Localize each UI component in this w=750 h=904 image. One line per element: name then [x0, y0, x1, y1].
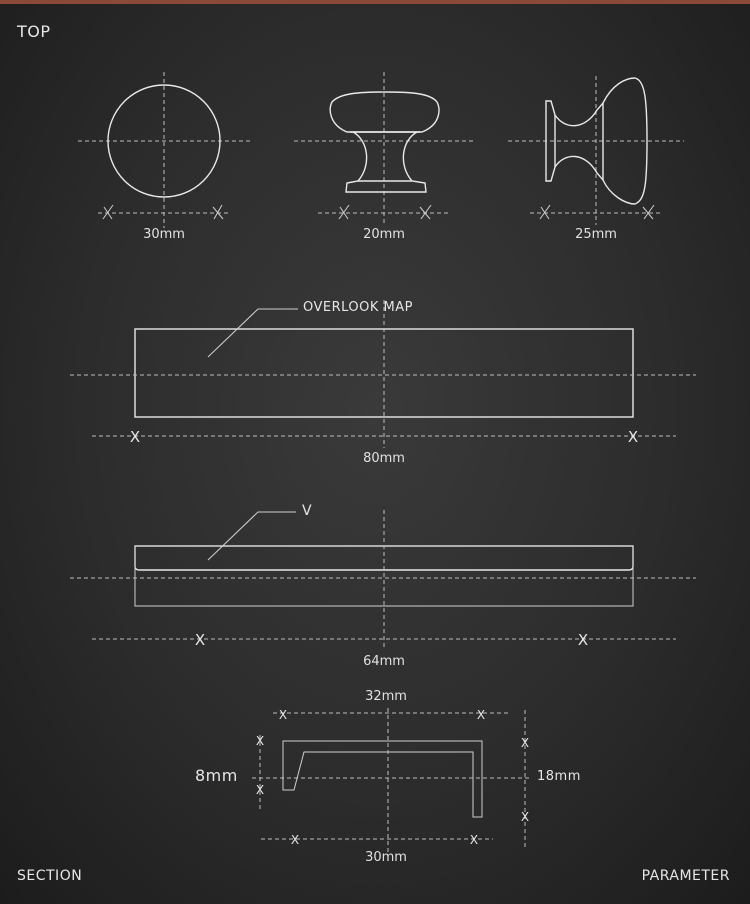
- svg-text:X: X: [291, 833, 299, 847]
- v-view: [70, 510, 696, 650]
- profile-view-knob: [508, 76, 684, 225]
- front-view-dimension: 30mm: [143, 227, 185, 242]
- section-bottom-dimension: 30mm: [365, 850, 407, 865]
- svg-text:X: X: [628, 428, 638, 446]
- front-view-circle: [78, 72, 250, 228]
- svg-text:X: X: [195, 631, 205, 649]
- svg-text:X: X: [521, 810, 529, 824]
- svg-text:X: X: [477, 708, 485, 722]
- svg-text:X: X: [130, 428, 140, 446]
- v-callout: V: [302, 503, 313, 519]
- section-label: SECTION: [17, 868, 83, 884]
- side-view-dimension: 20mm: [363, 227, 405, 242]
- svg-text:X: X: [578, 631, 588, 649]
- profile-view-dimension: 25mm: [575, 227, 617, 242]
- section-top-dimension: 32mm: [365, 689, 407, 704]
- v-dimension: 64mm: [363, 654, 405, 669]
- svg-text:X: X: [256, 734, 264, 748]
- overlook-map-view: [70, 300, 696, 448]
- overlook-dimension: 80mm: [363, 451, 405, 466]
- dimension-markers: X X X X X X X X X X X X: [130, 428, 638, 847]
- svg-text:X: X: [279, 708, 287, 722]
- top-accent-bar: [0, 0, 750, 4]
- top-label: TOP: [17, 22, 51, 41]
- section-right-dimension: 18mm: [537, 769, 581, 784]
- section-profile: [252, 708, 532, 855]
- section-left-dimension: 8mm: [195, 766, 238, 785]
- svg-text:X: X: [470, 833, 478, 847]
- parameter-label: PARAMETER: [641, 868, 730, 884]
- svg-text:X: X: [256, 783, 264, 797]
- svg-text:X: X: [521, 736, 529, 750]
- overlook-map-callout: OVERLOOK MAP: [303, 300, 413, 315]
- side-view-knob: [294, 72, 475, 225]
